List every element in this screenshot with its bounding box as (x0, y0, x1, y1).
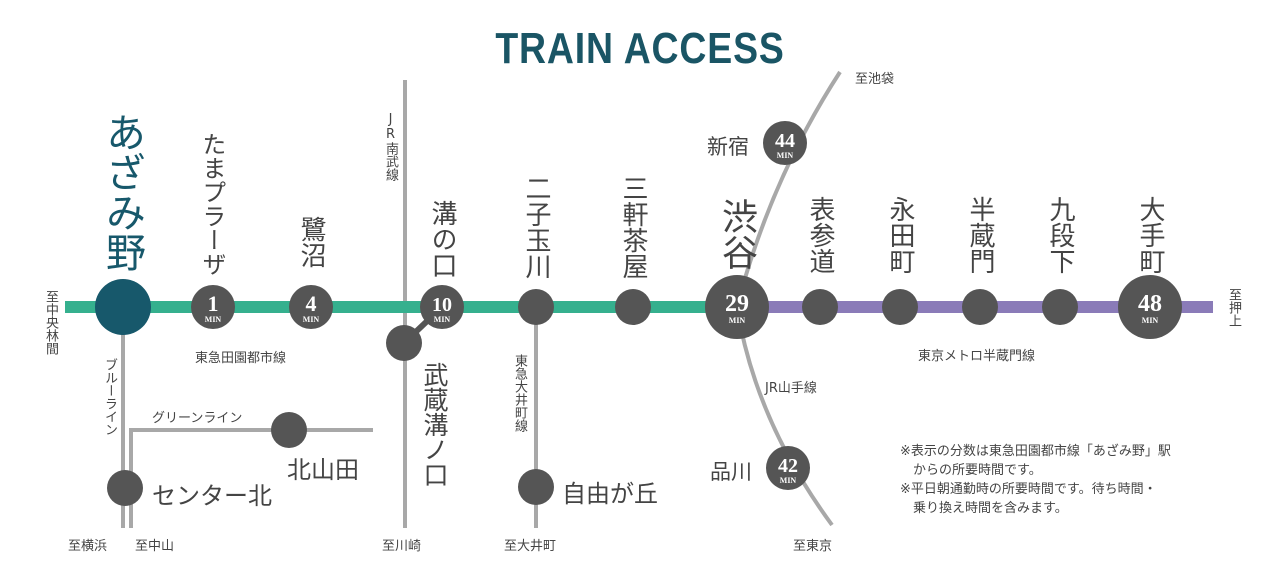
station-jiyugaoka: 自由が丘 (562, 480, 658, 508)
station-shinagawa-marker (766, 446, 810, 490)
station-omotesando: 表参道 (805, 196, 835, 274)
min-label: MIN (777, 151, 794, 160)
time-saginuma: 4 (306, 291, 317, 316)
direction-kawasaki: 至川崎 (382, 539, 422, 554)
min-label: MIN (729, 316, 746, 325)
line-label-yamanote: JR山手線 (765, 381, 817, 396)
station-shibuya: 渋谷 (716, 198, 757, 270)
time-tamaplaza: 1 (208, 291, 219, 316)
station-tamaplaza-marker (191, 285, 235, 329)
station-mizonokuchi: 溝の口 (427, 200, 457, 278)
station-centerkita: センター北 (152, 482, 272, 510)
page-title: TRAIN ACCESS (495, 24, 785, 73)
direction-oimachi: 至大井町 (504, 539, 557, 554)
station-musashimizonokuchi: 武蔵溝ノ口 (420, 362, 449, 487)
station-futako-marker (518, 289, 554, 325)
station-shibuya-marker (705, 275, 769, 339)
station-saginuma: 鷺沼 (296, 216, 326, 268)
min-label: MIN (1142, 316, 1159, 325)
station-mizonokuchi-marker (420, 285, 464, 329)
note-line: 乗り換え時間を含みます。 (900, 501, 1068, 516)
direction-chuorinkan: 至中央林間 (43, 290, 58, 355)
station-sangenjaya: 三軒茶屋 (618, 175, 648, 279)
note-line: からの所要時間です。 (900, 463, 1042, 478)
line-label-oimachi: 東急大井町線 (512, 354, 527, 432)
station-shinagawa: 品川 (710, 460, 752, 484)
line-label-green: グリーンライン (152, 411, 243, 426)
station-tamaplaza: たまプラーザ (198, 132, 226, 276)
line-label-blue: ブルーライン (102, 358, 117, 436)
station-nagatacho-marker (882, 289, 918, 325)
station-nagatacho: 永田町 (885, 196, 915, 274)
station-saginuma-marker (289, 285, 333, 329)
direction-oshiage: 至押上 (1226, 288, 1241, 327)
line-label-nambu: JR南武線 (383, 112, 398, 181)
line-label-denentoshi: 東急田園都市線 (195, 351, 287, 366)
station-kudanshita: 九段下 (1045, 196, 1075, 274)
station-kudanshita-marker (1042, 289, 1078, 325)
station-azamino-marker (95, 279, 151, 335)
station-kitayamata-marker (271, 412, 307, 448)
station-jiyugaoka-marker (518, 469, 554, 505)
line-label-hanzomon: 東京メトロ半蔵門線 (918, 349, 1036, 364)
direction-ikebukuro: 至池袋 (855, 72, 895, 87)
time-shinagawa: 42 (778, 455, 798, 477)
station-centerkita-marker (107, 470, 143, 506)
min-label: MIN (434, 315, 451, 324)
min-label: MIN (303, 315, 320, 324)
station-kitayamata: 北山田 (287, 456, 359, 484)
time-shinjuku: 44 (775, 130, 795, 152)
station-musashimizonokuchi-marker (386, 325, 422, 361)
notes: ※表示の分数は東急田園都市線「あざみ野」駅 からの所要時間です。 ※平日朝通勤時… (900, 442, 1171, 518)
station-otemachi-marker (1118, 275, 1182, 339)
station-sangenjaya-marker (615, 289, 651, 325)
direction-yokohama: 至横浜 (68, 539, 108, 554)
direction-nakayama: 至中山 (135, 539, 175, 554)
direction-tokyo: 至東京 (793, 539, 833, 554)
time-otemachi: 48 (1138, 291, 1162, 317)
station-hanzomon-marker (962, 289, 998, 325)
min-label: MIN (780, 476, 797, 485)
station-azamino: あざみ野 (99, 112, 145, 272)
station-otemachi: 大手町 (1135, 196, 1165, 274)
station-shinjuku-marker (763, 121, 807, 165)
station-hanzomon: 半蔵門 (965, 196, 995, 274)
time-shibuya: 29 (725, 291, 749, 317)
time-mizonokuchi: 10 (432, 294, 452, 316)
station-shinjuku: 新宿 (707, 135, 749, 159)
min-label: MIN (205, 315, 222, 324)
station-futako: 二子玉川 (521, 175, 551, 279)
note-line: ※平日朝通勤時の所要時間です。待ち時間・ (900, 482, 1157, 497)
station-omotesando-marker (802, 289, 838, 325)
note-line: ※表示の分数は東急田園都市線「あざみ野」駅 (900, 444, 1171, 459)
